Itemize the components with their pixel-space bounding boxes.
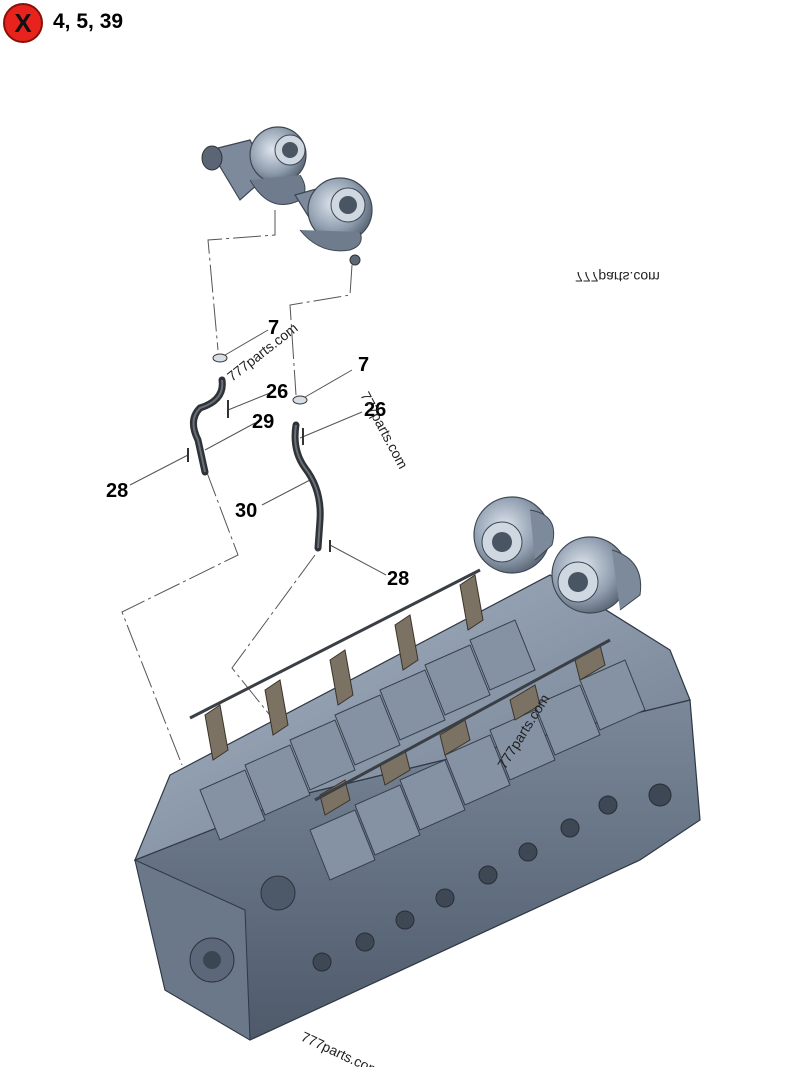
callout-7-left: 7 bbox=[268, 317, 279, 339]
turbocharger-assembly-top bbox=[201, 126, 373, 266]
turbocharger-mounted-right bbox=[551, 536, 642, 614]
gasket-7-left bbox=[212, 353, 228, 363]
watermark-mirrored: 777parts.com bbox=[575, 269, 660, 285]
engine-block bbox=[133, 568, 701, 1041]
part-reference-list: 4, 5, 39 bbox=[53, 10, 124, 33]
gasket-7-right bbox=[292, 395, 308, 405]
pipe-30 bbox=[291, 421, 324, 552]
watermark-upper: 777parts.com bbox=[224, 320, 301, 385]
callout-7-right: 7 bbox=[358, 354, 369, 376]
leader-lines bbox=[129, 329, 387, 576]
callout-28-right: 28 bbox=[387, 568, 409, 590]
callout-30: 30 bbox=[235, 500, 257, 522]
callout-29: 29 bbox=[252, 411, 274, 433]
callout-28-left: 28 bbox=[106, 480, 128, 502]
turbocharger-mounted-left bbox=[473, 496, 555, 574]
callouts: 7 7 26 26 29 28 30 28 bbox=[106, 317, 409, 590]
callout-26-right: 26 bbox=[364, 399, 386, 421]
callout-26-left: 26 bbox=[266, 381, 288, 403]
pipe-29 bbox=[190, 376, 226, 476]
close-icon[interactable]: X bbox=[3, 3, 43, 43]
badge-symbol: X bbox=[14, 8, 32, 38]
watermark-bottom: 777parts.com bbox=[299, 1028, 383, 1067]
